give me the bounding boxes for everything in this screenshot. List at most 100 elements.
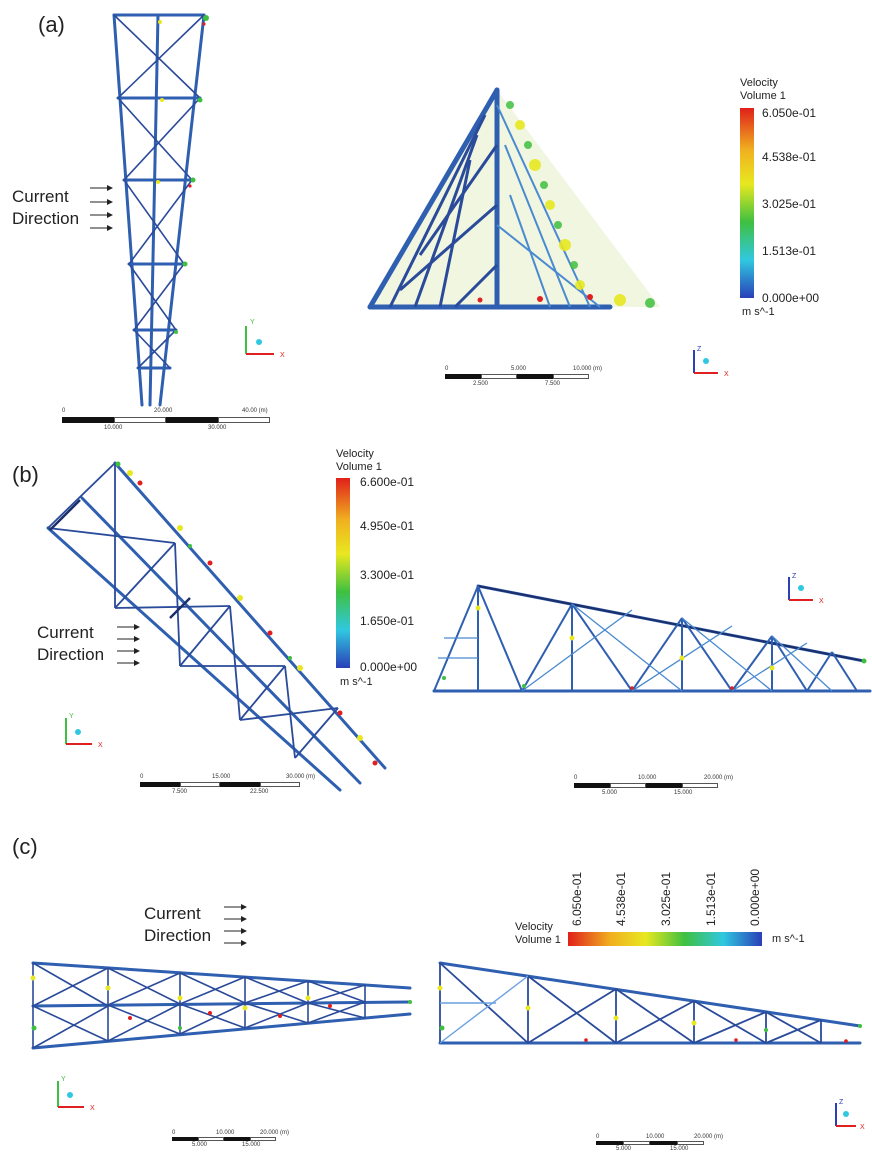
scalebar-tick: 15.000	[242, 1142, 261, 1148]
axis-x-label: X	[860, 1124, 865, 1131]
current-line2: Direction	[37, 645, 105, 664]
current-arrows-c	[224, 904, 247, 946]
scalebar-tick: 0	[172, 1130, 176, 1136]
axis-triad-b-left: Y X	[65, 713, 103, 749]
scalebar-tick: 30.000 (m)	[286, 774, 316, 780]
legend-tick: 6.600e-01	[360, 475, 415, 489]
structure-c-left	[30, 961, 412, 1050]
scalebar-tick: 20.000 (m)	[694, 1134, 724, 1140]
current-direction-label-a: Current Direction	[12, 186, 79, 230]
axis-x-label: X	[90, 1105, 95, 1112]
scalebar-c-right: 0 10.000 20.000 (m) 5.000 15.000	[596, 1134, 736, 1154]
axis-x-label: X	[724, 371, 729, 378]
scalebar-tick: 22.500	[250, 789, 269, 795]
legend-tick: 4.538e-01	[762, 150, 817, 164]
scalebar-tick: 5.000	[511, 366, 527, 372]
current-direction-label-c: Current Direction	[144, 903, 211, 947]
scalebar-tick: 15.000	[674, 790, 693, 796]
scalebar-tick: 0	[140, 774, 144, 780]
legend-tick: 3.025e-01	[659, 871, 673, 926]
legend-tick: 6.050e-01	[570, 871, 584, 926]
axis-triad-a-left: Y X	[245, 319, 285, 359]
scalebar-tick: 40.00 (m)	[242, 408, 268, 414]
current-line1: Current	[37, 623, 94, 642]
legend-unit: m s^-1	[742, 306, 775, 318]
panel-label-b: (b)	[12, 462, 39, 487]
panel-label-a: (a)	[38, 12, 65, 37]
structure-b-left	[46, 461, 387, 792]
axis-z-label: Z	[697, 346, 702, 353]
structure-b-right	[432, 584, 872, 693]
scalebar-tick: 0	[445, 366, 449, 372]
scalebar-tick: 7.500	[172, 789, 188, 795]
axis-y-label: Y	[69, 713, 74, 720]
legend-tick: 0.000e+00	[748, 868, 762, 926]
scalebar-a-left: 0 20.000 40.00 (m) 10.000 30.000	[62, 408, 272, 436]
scalebar-tick: 5.000	[602, 790, 618, 796]
current-line1: Current	[12, 187, 69, 206]
structure-c-right	[437, 961, 862, 1045]
scalebar-b-left: 0 15.000 30.000 (m) 7.500 22.500	[140, 774, 320, 798]
axis-triad-a-right: Z X	[693, 346, 729, 378]
legend-title-line: Volume 1	[740, 90, 786, 102]
scalebar-tick: 10.000	[216, 1130, 235, 1136]
axis-x-label: X	[819, 598, 824, 605]
current-arrows-a	[90, 185, 113, 231]
scalebar-tick: 20.000 (m)	[704, 775, 734, 781]
scalebar-tick: 0	[62, 408, 66, 414]
current-arrows-b	[117, 624, 140, 666]
scalebar-tick: 0	[574, 775, 578, 781]
axis-triad-b-right: Z X	[788, 573, 824, 605]
legend-tick: 0.000e+00	[762, 291, 820, 305]
scalebar-tick: 0	[596, 1134, 600, 1140]
axis-x-label: X	[98, 742, 103, 749]
legend-title-line: Velocity	[336, 448, 374, 460]
legend-title-line: Volume 1	[515, 934, 561, 946]
legend-tick: 1.513e-01	[762, 244, 817, 258]
legend-title-line: Velocity	[740, 77, 778, 89]
structure-a-left	[112, 13, 209, 407]
axis-z-label: Z	[792, 573, 797, 580]
legend-title-line: Velocity	[515, 921, 553, 933]
legend-tick: 0.000e+00	[360, 660, 418, 674]
legend-tick: 4.950e-01	[360, 519, 415, 533]
scalebar-tick: 10.000	[104, 425, 123, 431]
scalebar-tick: 15.000	[212, 774, 231, 780]
axis-triad-c-right: Z X	[835, 1099, 865, 1131]
structure-a-right	[367, 87, 660, 310]
scalebar-tick: 20.000	[154, 408, 173, 414]
current-line2: Direction	[144, 926, 212, 945]
axis-y-label: Y	[61, 1076, 66, 1083]
scalebar-tick: 10.000 (m)	[573, 366, 603, 372]
scalebar-tick: 30.000	[208, 425, 227, 431]
scalebar-tick: 5.000	[616, 1146, 632, 1152]
legend-tick: 4.538e-01	[614, 871, 628, 926]
colorbar-b	[336, 478, 350, 668]
scalebar-b-right: 0 10.000 20.000 (m) 5.000 15.000	[574, 775, 744, 799]
legend-title-b: Velocity Volume 1	[336, 448, 382, 474]
axis-x-label: X	[280, 352, 285, 359]
scalebar-tick: 2.500	[473, 381, 489, 387]
scalebar-tick: 5.000	[192, 1142, 208, 1148]
scalebar-tick: 20.000 (m)	[260, 1130, 290, 1136]
axis-triad-c-left: Y X	[57, 1076, 95, 1112]
legend-title-line: Volume 1	[336, 461, 382, 473]
scalebar-tick: 10.000	[646, 1134, 665, 1140]
scalebar-a-right: 0 5.000 10.000 (m) 2.500 7.500	[445, 366, 605, 390]
legend-tick: 6.050e-01	[762, 106, 817, 120]
legend-tick: 3.025e-01	[762, 197, 817, 211]
scalebar-tick: 7.500	[545, 381, 561, 387]
axis-z-label: Z	[839, 1099, 844, 1106]
legend-tick: 3.300e-01	[360, 568, 415, 582]
current-line2: Direction	[12, 209, 80, 228]
colorbar-c	[568, 932, 762, 946]
legend-title-a: Velocity Volume 1	[740, 77, 786, 103]
legend-title-c: Velocity Volume 1	[515, 921, 561, 947]
current-line1: Current	[144, 904, 201, 923]
legend-tick: 1.513e-01	[704, 871, 718, 926]
legend-unit: m s^-1	[772, 933, 805, 945]
scalebar-tick: 15.000	[670, 1146, 689, 1152]
colorbar-a	[740, 108, 754, 298]
panel-label-c: (c)	[12, 834, 38, 859]
legend-unit: m s^-1	[340, 676, 373, 688]
